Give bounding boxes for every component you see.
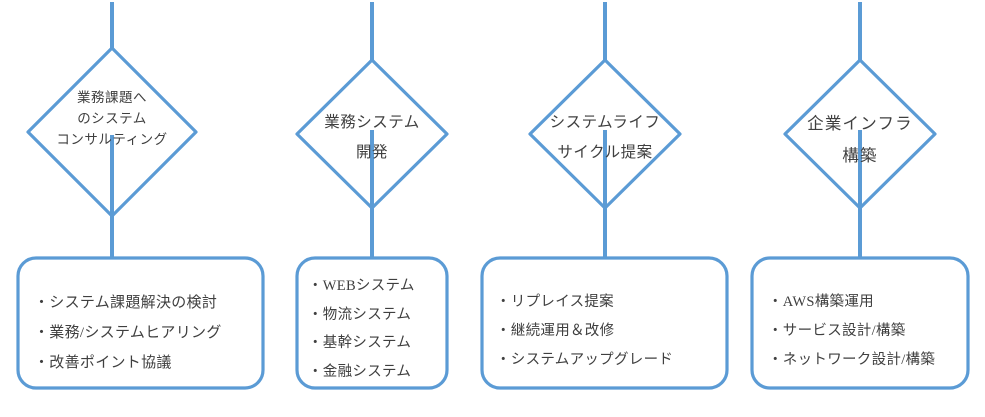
diamond-label-1-line-2: のシステム [77, 110, 147, 126]
card-list-3: ・リプレイス提案 ・継続運用＆改修 ・システムアップグレード [496, 288, 673, 375]
diamond-label-2: 業務システム 開発 [297, 108, 447, 168]
diamond-label-4: 企業インフラ 構築 [775, 108, 945, 172]
diamond-label-1: 業務課題へ のシステム コンサルティング [28, 88, 196, 151]
diamond-label-1-line-3: コンサルティング [56, 131, 168, 147]
list-item: ・システム課題解決の検討 [34, 295, 218, 311]
diamond-label-1-line-1: 業務課題へ [77, 90, 147, 105]
diamond-label-3-line-1: システムライフ [549, 114, 661, 131]
diamond-label-2-line-1: 業務システム [324, 114, 420, 131]
card-list-2: ・WEBシステム ・物流システム ・基幹システム ・金融システム [308, 272, 415, 387]
diamond-label-4-line-1: 企業インフラ [807, 114, 913, 133]
list-item: ・サービス設計/構築 [768, 323, 906, 339]
list-item: ・継続運用＆改修 [496, 323, 615, 339]
list-item: ・改善ポイント協議 [34, 355, 172, 371]
diamond-label-2-line-2: 開発 [355, 144, 388, 162]
diamond-label-3: システムライフ サイクル提案 [520, 108, 690, 168]
list-item: ・WEBシステム [308, 278, 415, 294]
list-item: ・物流システム [308, 306, 412, 323]
card-list-1: ・システム課題解決の検討 ・業務/システムヒアリング ・改善ポイント協議 [34, 288, 222, 378]
diamond-label-4-line-2: 構築 [842, 146, 878, 166]
diamond-label-3-line-2: サイクル提案 [557, 144, 653, 162]
list-item: ・ネットワーク設計/構築 [768, 352, 936, 368]
list-item: ・金融システム [308, 364, 412, 381]
list-item: ・AWS構築運用 [768, 294, 874, 310]
list-item: ・業務/システムヒアリング [34, 325, 222, 341]
list-item: ・リプレイス提案 [496, 294, 614, 310]
list-item: ・基幹システム [308, 335, 412, 352]
list-item: ・システムアップグレード [496, 352, 674, 368]
card-list-4: ・AWS構築運用 ・サービス設計/構築 ・ネットワーク設計/構築 [768, 288, 935, 375]
